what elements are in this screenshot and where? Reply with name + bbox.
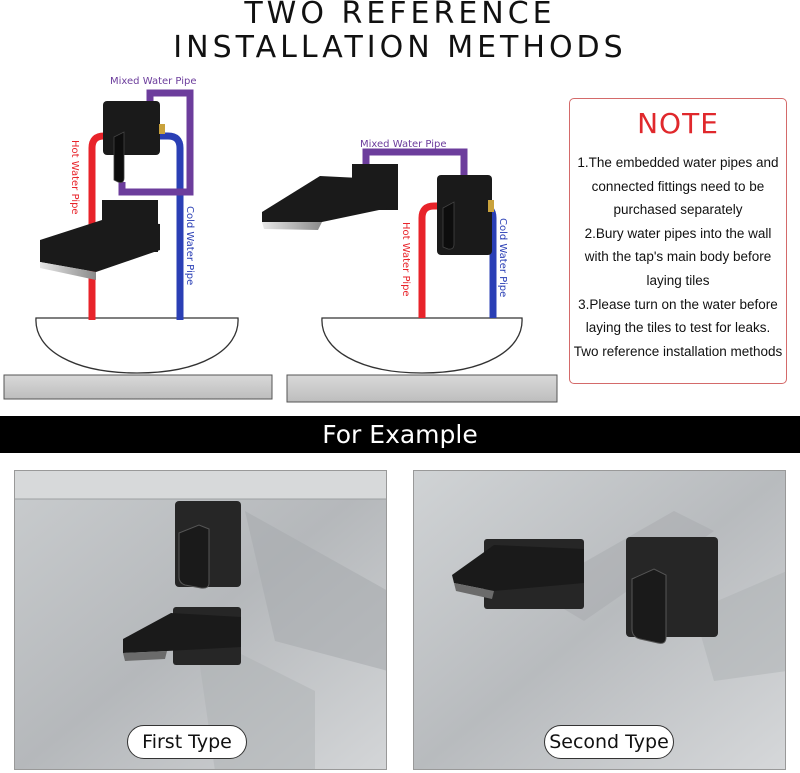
cold-water-pipe: [160, 132, 184, 320]
valve-handle: [178, 524, 210, 589]
note-line: purchased separately: [613, 202, 743, 218]
valve-handle: [113, 131, 125, 183]
note-line: with the tap's main body before: [584, 249, 772, 265]
diagram-first-type: Mixed Water Pipe Hot Water Pipe Cold Wat…: [3, 76, 273, 400]
example-banner: For Example: [0, 416, 800, 453]
spout: [40, 220, 160, 272]
mixed-water-pipe: [362, 148, 468, 182]
note-line: 2.Bury water pipes into the wall: [584, 225, 772, 241]
spout: [452, 545, 584, 591]
mixed-water-pipe: [118, 89, 194, 196]
banner-text: For Example: [322, 420, 478, 449]
spout: [262, 176, 398, 222]
first-type-label: First Type: [127, 725, 247, 759]
basin: [321, 317, 523, 374]
counter-top: [3, 374, 273, 400]
basin: [35, 317, 239, 374]
page-title-line-2: INSTALLATION METHODS: [173, 30, 627, 65]
valve-handle: [442, 201, 455, 250]
shadow: [694, 571, 785, 681]
page-title-line-1: TWO REFERENCE: [244, 0, 556, 31]
counter-top: [286, 374, 558, 403]
spout-edge: [40, 262, 96, 280]
cold-pipe-label: Cold Water Pipe: [497, 218, 508, 297]
note-line: Two reference installation methods: [573, 343, 783, 359]
valve-plate: [103, 101, 160, 155]
second-type-label: Second Type: [544, 725, 674, 759]
hot-pipe-label: Hot Water Pipe: [69, 140, 80, 215]
spout-edge: [123, 651, 167, 661]
second-type-scene: [414, 471, 785, 769]
diagram-second-type: Mixed Water Pipe Hot Water Pipe Cold Wat…: [262, 139, 558, 403]
first-type-photo: [14, 470, 387, 770]
mixed-pipe-label: Mixed Water Pipe: [110, 76, 197, 87]
cold-pipe-label: Cold Water Pipe: [184, 206, 195, 285]
note-title: NOTE: [637, 107, 719, 140]
spout-edge: [262, 222, 322, 230]
note-body: 1.The embedded water pipes and connected…: [572, 151, 784, 363]
note-line: connected fittings need to be: [591, 178, 765, 194]
note-line: laying the tiles to test for leaks.: [585, 320, 771, 336]
spout: [123, 613, 241, 653]
valve-handle: [631, 568, 667, 644]
note-line: 1.The embedded water pipes and: [577, 155, 779, 170]
note-box: NOTE 1.The embedded water pipes and conn…: [569, 98, 787, 384]
wall-top-band: [15, 471, 386, 499]
hot-water-pipe: [418, 202, 442, 318]
second-type-photo: [413, 470, 786, 770]
brass-fitting: [159, 124, 165, 134]
installation-diagrams: Mixed Water Pipe Hot Water Pipe Cold Wat…: [3, 76, 558, 403]
spout-edge: [454, 583, 494, 599]
note-line: 3.Please turn on the water before: [578, 296, 778, 312]
mixed-pipe-label: Mixed Water Pipe: [360, 139, 447, 150]
brass-fitting: [488, 200, 494, 212]
note-line: laying tiles: [646, 272, 710, 288]
first-type-scene: [15, 471, 386, 769]
shadow: [245, 511, 386, 671]
hot-pipe-label: Hot Water Pipe: [400, 222, 411, 297]
